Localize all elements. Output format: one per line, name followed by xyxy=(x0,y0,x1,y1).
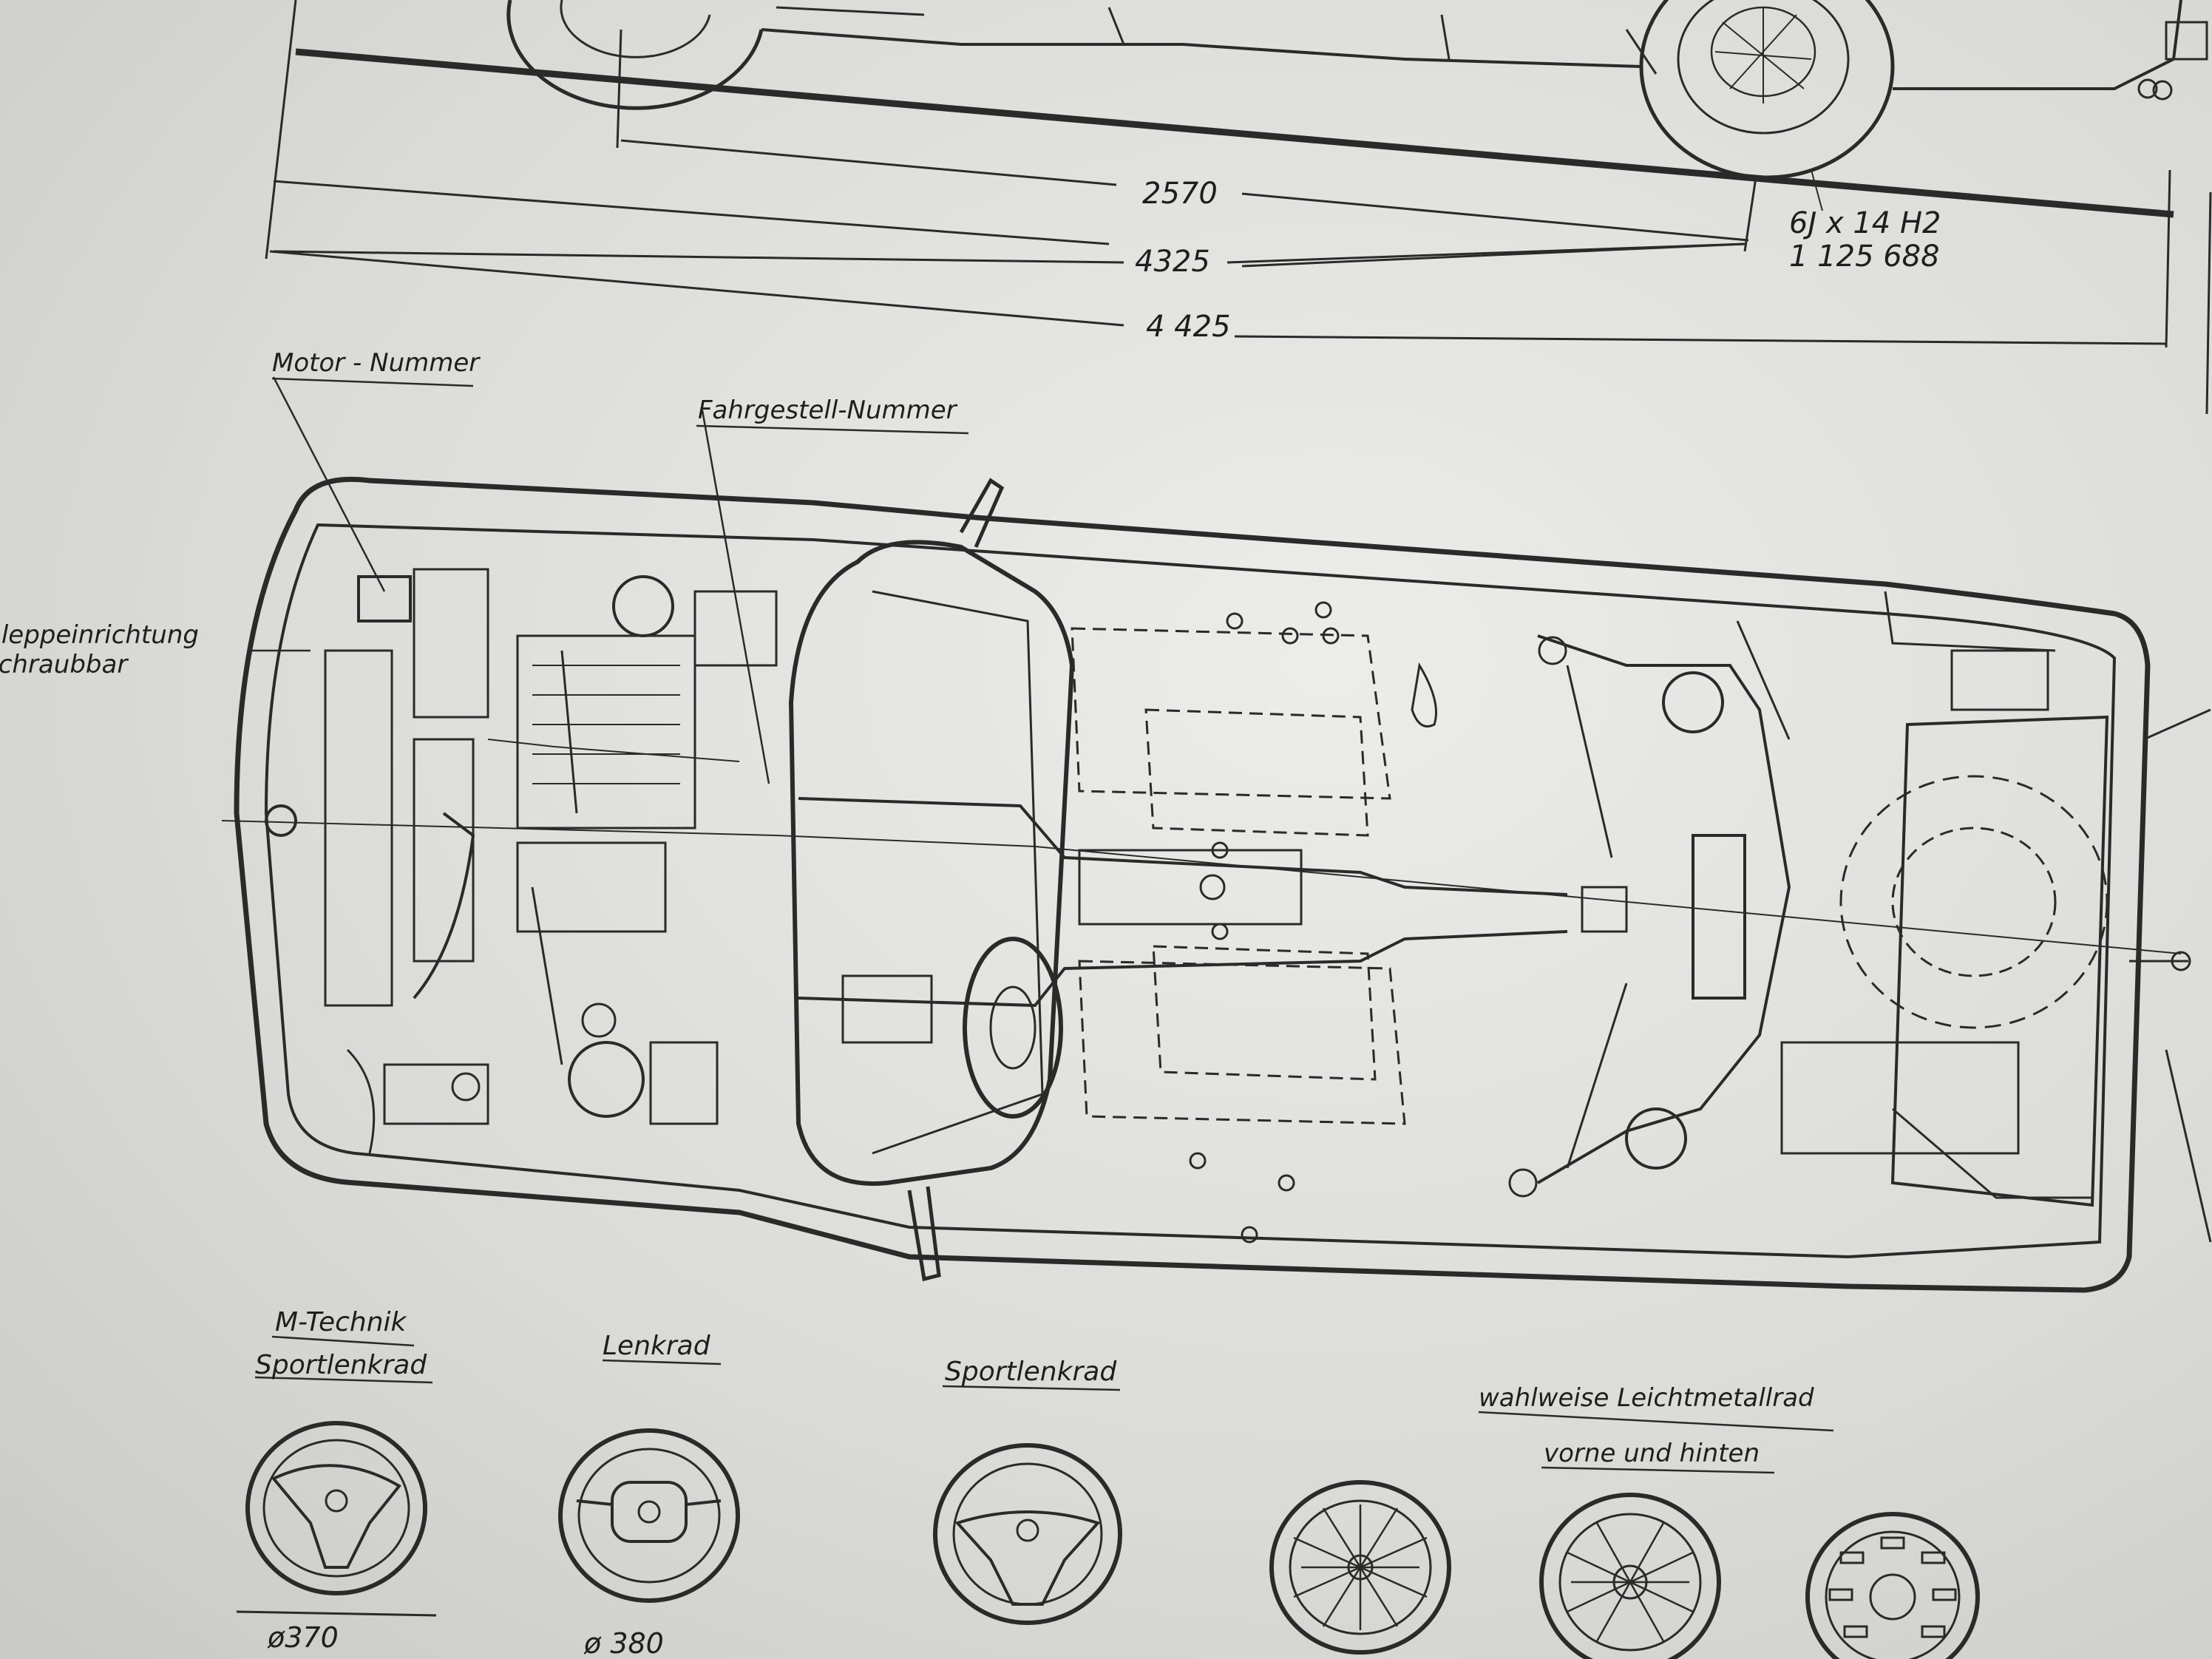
lenkrad-diameter: ø 380 xyxy=(583,1627,664,1659)
engine-number-plate xyxy=(357,575,412,622)
wheelbase-line-left xyxy=(620,139,1117,186)
steering-wheel-m-technik xyxy=(236,1335,437,1617)
rim-part-number: 1 125 688 xyxy=(1789,240,1940,274)
lenkrad-title: Lenkrad xyxy=(603,1331,711,1361)
bmw-badge xyxy=(265,804,297,837)
rear-axle xyxy=(1536,634,1791,1184)
alloy-wheel-slotted xyxy=(1805,1512,1980,1659)
front-wheel xyxy=(506,0,764,110)
engine-number-label: Motor - Nummer xyxy=(272,348,481,378)
rim-spec-label: 6J x 14 H2 xyxy=(1789,206,1941,240)
alloy-wheel-options xyxy=(1269,1411,1980,1659)
engine-block xyxy=(516,634,696,830)
sportlenkrad-title: Sportlenkrad xyxy=(945,1357,1117,1387)
cabin-frame xyxy=(788,540,1075,1186)
steering-wheel-options: M-Technik Sportlenkrad ø370 Lenkrad ø 38… xyxy=(236,1307,1122,1659)
differential xyxy=(1692,834,1746,1000)
alloy-wheel-crossspoke xyxy=(1269,1480,1451,1655)
chassis-number-leader xyxy=(701,410,770,784)
m-technik-diameter: ø370 xyxy=(267,1621,339,1654)
tow-hitch-label: Schleppeinrichtung xyxy=(0,620,199,650)
steering-wheel-sport xyxy=(933,1385,1122,1625)
ground-line xyxy=(295,48,2174,218)
dimension-lines xyxy=(265,0,2212,415)
m-technik-subtitle: Sportlenkrad xyxy=(255,1350,427,1380)
wheelbase-line-right xyxy=(1241,192,1749,242)
m-technik-title: M-Technik xyxy=(275,1307,408,1337)
steering-wheel-in-car xyxy=(963,937,1063,1119)
rear-wheel xyxy=(1639,0,1895,180)
length-dimension-b: 4 425 xyxy=(1146,310,1231,344)
trunk-area xyxy=(1890,715,2109,1207)
alloy-wheel-title: wahlweise Leichtmetallrad xyxy=(1479,1383,1814,1413)
steering-wheel-standard xyxy=(558,1359,740,1603)
wheelbase-dimension: 2570 xyxy=(1142,177,1218,211)
mirror-right xyxy=(907,1186,941,1282)
alloy-wheel-mesh xyxy=(1539,1493,1721,1659)
alloy-wheel-subtitle: vorne und hinten xyxy=(1544,1439,1760,1468)
car-top-view xyxy=(221,476,2212,1293)
engine-number-leader xyxy=(272,376,386,592)
length-dimension-a: 4325 xyxy=(1135,245,1210,279)
side-view xyxy=(295,0,2208,218)
spare-wheel xyxy=(1839,775,2108,1029)
chassis-number-label: Fahrgestell-Nummer xyxy=(698,396,958,425)
mirror-left xyxy=(959,478,1005,549)
tow-hitch-sublabel: schraubbar xyxy=(0,650,129,679)
brake-booster xyxy=(612,575,674,637)
body-outline xyxy=(234,476,2151,1293)
